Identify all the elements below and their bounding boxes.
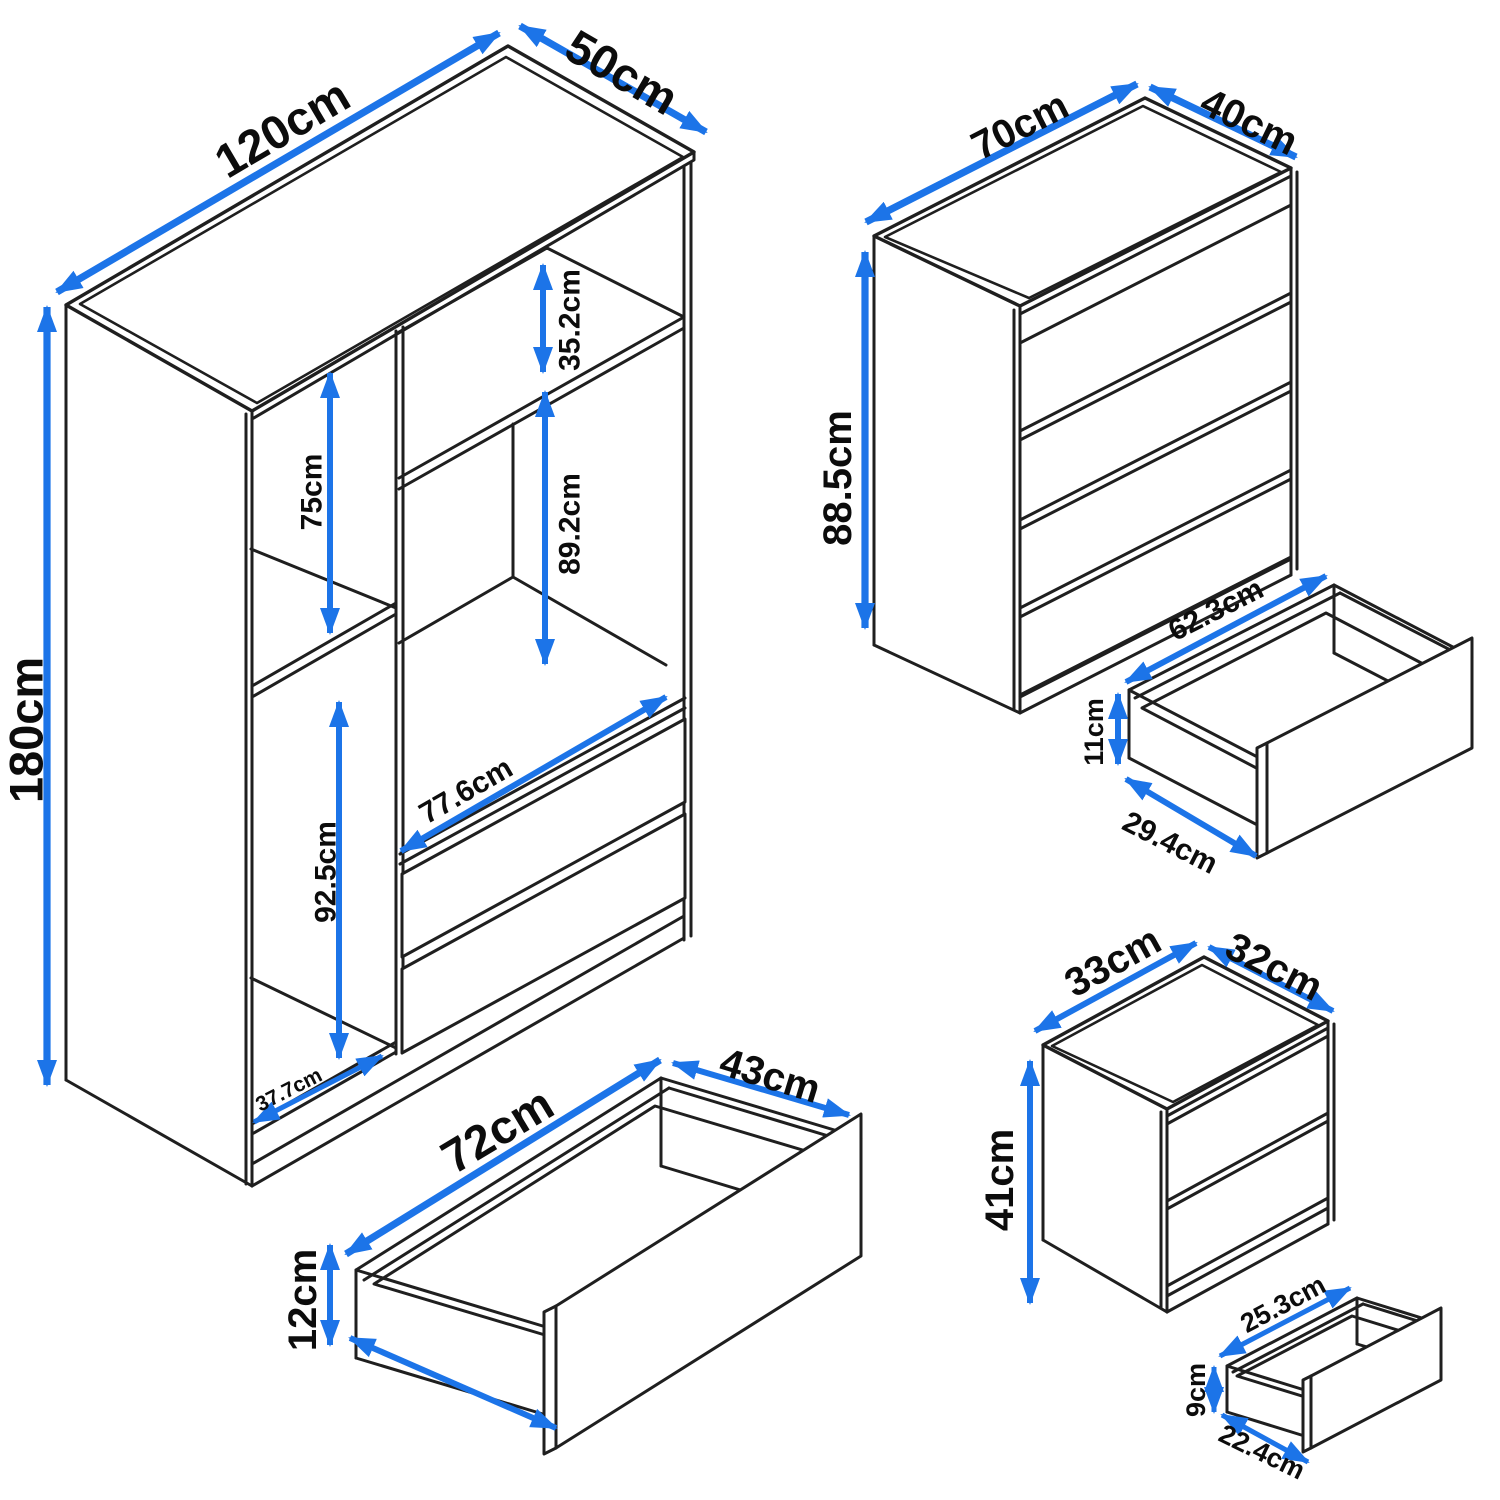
chest-depth-arrow	[1148, 83, 1298, 161]
wardrobe: 120cm 50cm 180cm 75cm 92.5cm 37.7cm 35.2…	[0, 19, 708, 1188]
bedside-left-panel-bottom-edge	[1041, 1238, 1169, 1314]
wardrobe-drawer-linework	[354, 1076, 863, 1456]
chest-height-label: 88.5cm	[816, 410, 860, 546]
bedside-drawer-box: 25.3cm 9cm 22.4cm	[1181, 1269, 1443, 1486]
wardrobe-drawer-depth-arrow	[671, 1060, 851, 1118]
chest-drawer-front-panel	[1255, 636, 1474, 860]
bedside-height-label: 41cm	[978, 1129, 1022, 1231]
wardrobe-drawer-left-side	[354, 1268, 558, 1420]
chest-drawer-2-front	[1018, 300, 1293, 522]
wardrobe-hanging-height-label: 89.2cm	[554, 473, 587, 575]
wardrobe-depth-arrow	[518, 22, 708, 136]
wardrobe-drawer-bottom-depth-arrow	[348, 1335, 558, 1431]
wardrobe-width-arrow	[55, 29, 501, 296]
bedside-drawer-height-label: 9cm	[1181, 1363, 1211, 1417]
wardrobe-drawer-box: 72cm 43cm 12cm	[281, 1040, 863, 1456]
bedside-drawer-depth-label: 22.4cm	[1214, 1418, 1309, 1485]
wardrobe-left-shelf	[249, 547, 398, 699]
wardrobe-right-top-compartment-label: 35.2cm	[554, 269, 587, 371]
chest-drawer-3-front	[1018, 389, 1293, 610]
wardrobe-linework	[64, 44, 696, 1188]
bedside-linework	[1041, 955, 1336, 1314]
wardrobe-front-left-edge	[244, 409, 254, 1188]
wardrobe-drawer-2-front	[400, 812, 687, 1055]
bedside-drawer-depth-arrow	[1220, 1412, 1310, 1465]
wardrobe-drawer-width-arrow	[344, 1056, 662, 1258]
wardrobe-drawer-height-label: 12cm	[281, 1249, 325, 1351]
chest-drawer-1-front	[1018, 203, 1293, 433]
chest-left-panel-bottom-edge	[872, 643, 1022, 715]
bedside-table: 33cm 32cm 41cm	[978, 918, 1336, 1314]
wardrobe-interior-width-arrow	[399, 694, 668, 854]
wardrobe-drawer-front-panel	[542, 1112, 863, 1456]
bedside-drawer-1-front	[1165, 1034, 1330, 1203]
wardrobe-drawer-depth-label: 43cm	[715, 1040, 826, 1112]
chest-drawer-depth-arrow	[1124, 776, 1258, 859]
bedside-drawer-2-front	[1165, 1119, 1330, 1288]
wardrobe-front-right-edge	[682, 160, 693, 942]
wardrobe-height-label: 180cm	[0, 657, 53, 803]
wardrobe-left-top-compartment-label: 75cm	[296, 454, 329, 531]
bedside-drawer-width-arrow	[1218, 1285, 1352, 1359]
chest-drawer-width-arrow	[1124, 573, 1328, 685]
wardrobe-interior-back-corner	[397, 422, 668, 667]
bedside-width-arrow	[1033, 940, 1198, 1034]
bedside-depth-arrow	[1207, 944, 1335, 1014]
chest-linework	[872, 96, 1299, 715]
bedside-bottom-edges	[1165, 1206, 1330, 1314]
wardrobe-left-bottom-compartment-label: 92.5cm	[310, 821, 343, 923]
chest-drawer-height-label: 11cm	[1079, 698, 1109, 766]
chest-width-arrow	[864, 80, 1139, 226]
chest-drawer-depth-label: 29.4cm	[1117, 805, 1223, 881]
wardrobe-left-panel-bottom-edge	[64, 1078, 254, 1188]
